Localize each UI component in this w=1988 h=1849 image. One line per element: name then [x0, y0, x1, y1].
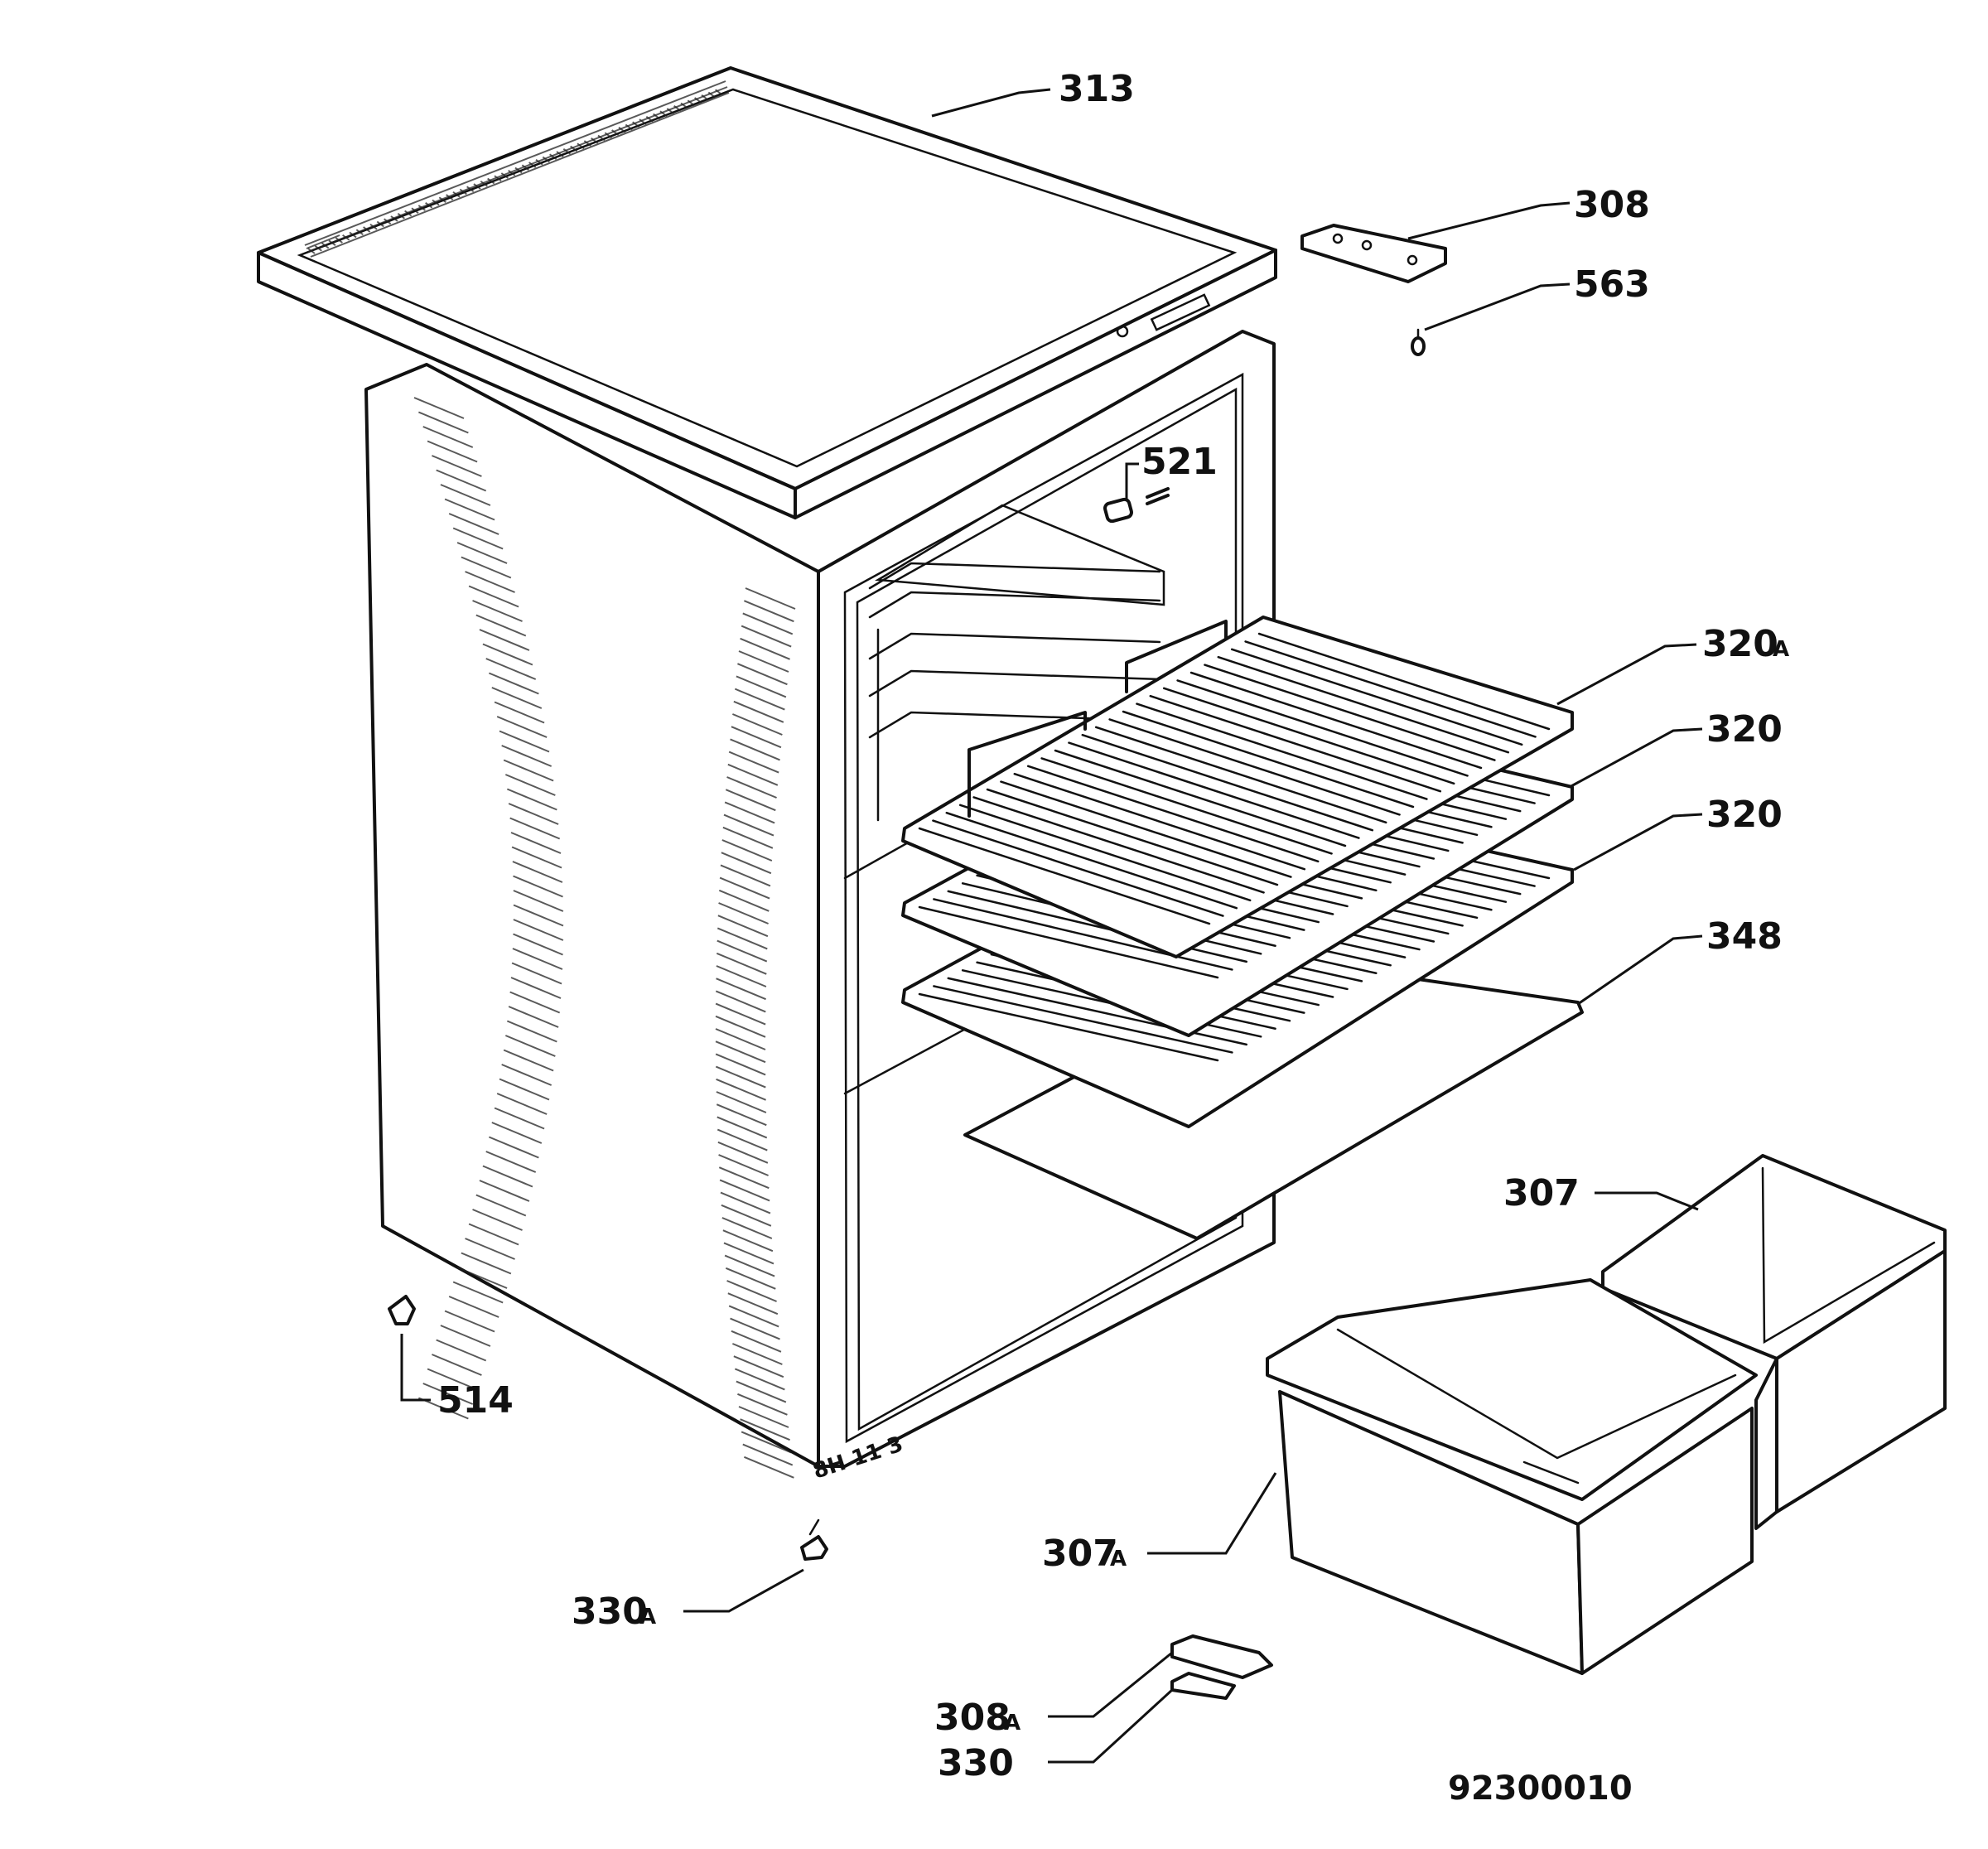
- label-320-lower: 320: [1706, 794, 1783, 836]
- top-cover-part-313: [257, 66, 1277, 519]
- callout-labels: 313 308 563 521 320 A 320 320 348 307 30…: [437, 68, 1789, 1808]
- screw-part-563: [1411, 328, 1426, 356]
- hinge-part-308: [1300, 224, 1447, 283]
- side-panel-shading: [413, 397, 796, 1479]
- leader-lines: [400, 88, 1703, 1764]
- label-308A-suffix: A: [1004, 1711, 1021, 1736]
- label-320A-suffix: A: [1773, 637, 1789, 662]
- hinge-pin-part-330: [1170, 1672, 1236, 1700]
- foot-part-330A: [800, 1518, 828, 1561]
- foot-part-514: [388, 1295, 416, 1325]
- label-313: 313: [1059, 68, 1135, 110]
- label-563: 563: [1574, 263, 1650, 306]
- crisper-box-part-307A: [1266, 1278, 1758, 1675]
- hinge-part-308A: [1170, 1634, 1273, 1679]
- thermostat-part-521: [1103, 487, 1170, 524]
- label-307: 307: [1503, 1172, 1580, 1214]
- label-308A: 308: [934, 1697, 1011, 1739]
- label-348: 348: [1706, 915, 1783, 958]
- drawing-number: 92300010: [1448, 1769, 1633, 1808]
- label-330A: 330: [572, 1591, 648, 1633]
- label-514: 514: [437, 1379, 514, 1422]
- label-521: 521: [1141, 441, 1218, 483]
- label-307A: 307: [1042, 1533, 1118, 1575]
- vent-slots: [307, 89, 723, 254]
- label-308: 308: [1574, 184, 1650, 226]
- label-330A-suffix: A: [639, 1605, 656, 1629]
- crisper-box-part-307: [1601, 1154, 1947, 1530]
- label-320-upper: 320: [1706, 708, 1783, 751]
- label-320A: 320: [1702, 623, 1778, 665]
- label-307A-suffix: A: [1110, 1547, 1127, 1571]
- wire-shelf-top-320A: [901, 616, 1574, 958]
- label-330: 330: [938, 1742, 1014, 1784]
